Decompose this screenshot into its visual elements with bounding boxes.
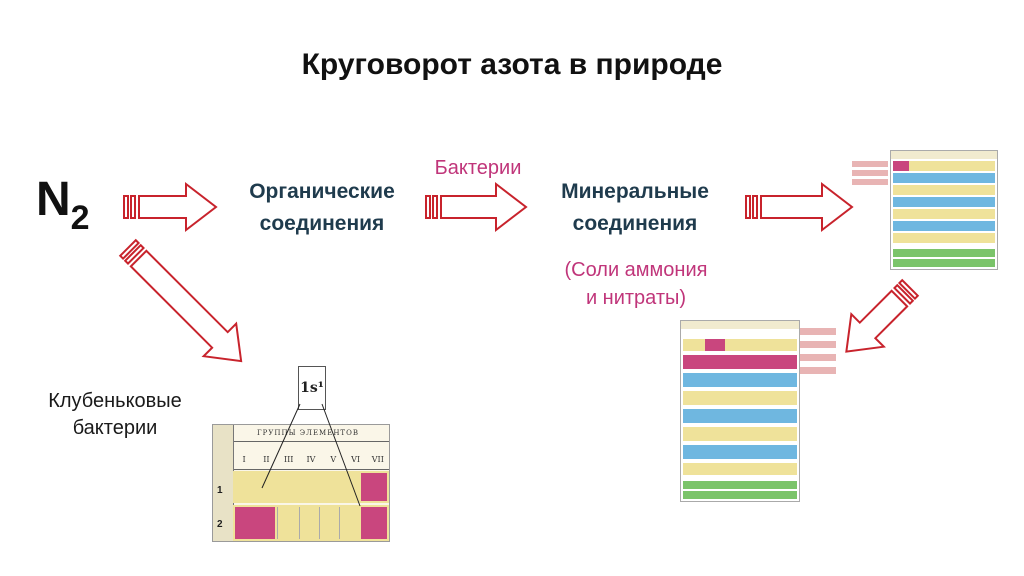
group-numeral: II [263, 455, 270, 464]
salts-line-1: (Соли аммония [564, 259, 708, 281]
row-number-2: 2 [217, 519, 223, 530]
organic-line-1: Органические [249, 180, 395, 203]
electron-config-callout: 1s¹ [298, 366, 326, 410]
organic-line-2: соединения [259, 212, 385, 235]
mineral-line-2: соединения [572, 212, 698, 235]
formula-base: N [36, 173, 71, 226]
group-numeral: VII [371, 455, 384, 464]
period-1-cell-he [361, 473, 387, 501]
group-numeral: IV [306, 455, 316, 464]
period-2-s-cells [235, 507, 275, 539]
row-number-1: 1 [217, 485, 223, 496]
organic-compounds-label: Органические соединения [222, 176, 422, 240]
table-divider [213, 469, 389, 470]
salts-note: (Соли аммония и нитраты) [524, 256, 748, 312]
slide-title: Круговорот азота в природе [301, 48, 723, 81]
group-numeral: III [283, 455, 294, 464]
group-numeral: I [242, 455, 246, 464]
small-table-annotations [852, 158, 888, 198]
group-numeral: VI [351, 455, 361, 464]
large-table-annotations [800, 322, 836, 382]
arrow-mineral-to-table [745, 181, 854, 233]
arrow-n2-to-organic [123, 181, 218, 233]
bacteria-arrow-label: Бактерии [434, 157, 522, 179]
arrow-organic-to-mineral [425, 181, 528, 233]
salts-line-2: и нитраты) [585, 287, 687, 309]
formula-subscript: 2 [70, 199, 90, 237]
period-2-cell-ne [361, 507, 387, 539]
mineral-line-1: Минеральные [561, 180, 709, 203]
periodic-table-small [890, 150, 998, 270]
nitrogen-formula: N2 [36, 173, 90, 236]
group-numeral: V [330, 455, 337, 464]
nodule-line-2: бактерии [72, 417, 158, 439]
periodic-table-large [680, 320, 800, 502]
mineral-compounds-label: Минеральные соединения [530, 176, 740, 240]
table-divider [213, 441, 389, 442]
arrow-n2-to-nodule-table [118, 238, 243, 363]
nodule-bacteria-label: Клубеньковые бактерии [30, 388, 200, 442]
table-header: ГРУППЫ ЭЛЕМЕНТОВ [257, 429, 359, 437]
nodule-line-1: Клубеньковые [48, 390, 182, 412]
arrow-table-to-lower-table [845, 278, 920, 353]
